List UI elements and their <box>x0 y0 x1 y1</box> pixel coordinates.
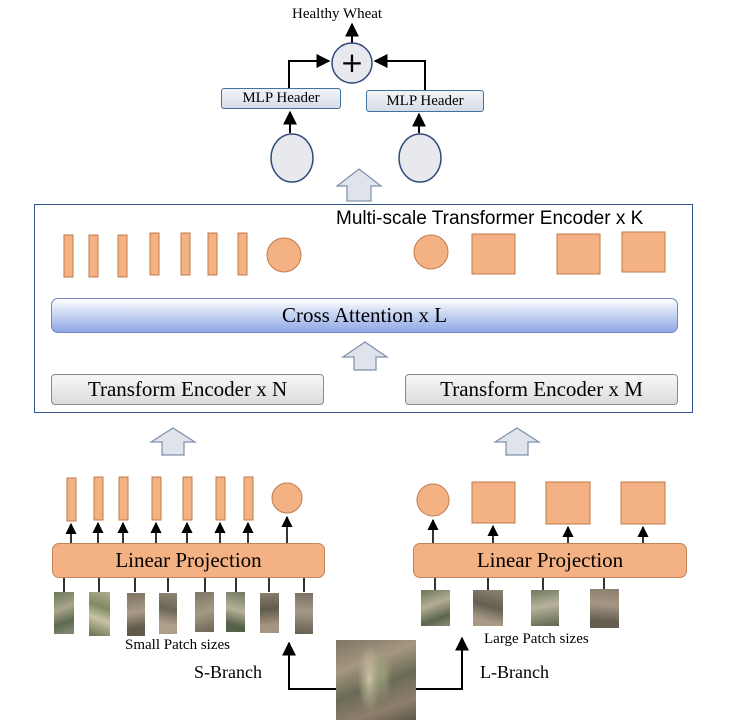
enc-large-token <box>471 233 516 275</box>
transform-encoder-left: Transform Encoder x N <box>51 374 324 405</box>
projection-down-ticks <box>63 578 605 592</box>
proj-small-token <box>215 476 226 521</box>
small-patch-image <box>226 592 245 632</box>
block-arrow-right <box>492 427 542 456</box>
proj-large-cls-token <box>416 483 450 517</box>
small-patch-image <box>295 593 313 634</box>
enc-small-token <box>180 232 191 276</box>
enc-small-token <box>207 232 218 276</box>
small-patch-image <box>260 593 279 633</box>
block-arrow-mid <box>341 341 389 371</box>
small-patch-image <box>195 592 214 632</box>
l-branch-connector <box>416 636 469 690</box>
proj-large-token <box>620 481 666 525</box>
small-patch-label: Small Patch sizes <box>125 637 230 653</box>
s-branch-connector <box>282 641 336 690</box>
linear-projection-left: Linear Projection <box>52 543 325 578</box>
proj-small-token <box>151 476 162 521</box>
fusion-plus-circle <box>331 42 373 84</box>
proj-large-token <box>545 481 591 525</box>
enc-large-cls-token <box>413 234 449 270</box>
transform-encoder-right: Transform Encoder x M <box>405 374 678 405</box>
multiscale-encoder-title: Multi-scale Transformer Encoder x K <box>336 208 644 229</box>
enc-small-token <box>149 232 160 276</box>
left-mlp-connector <box>288 54 331 88</box>
large-patch-image <box>421 590 450 626</box>
right-cls-token <box>398 133 442 183</box>
block-arrow-top <box>335 168 383 202</box>
right-mlp-connector <box>373 54 426 90</box>
s-branch-label: S-Branch <box>194 662 262 682</box>
proj-small-token <box>66 477 77 522</box>
proj-small-token <box>182 476 193 521</box>
projection-up-arrows <box>65 515 649 543</box>
mlp-header-right: MLP Header <box>366 90 484 112</box>
large-patch-label: Large Patch sizes <box>484 631 589 647</box>
input-wheat-image <box>336 640 416 720</box>
block-arrow-left <box>148 427 198 456</box>
linear-projection-right: Linear Projection <box>413 543 687 578</box>
enc-small-token <box>88 234 99 278</box>
proj-small-token <box>118 476 129 521</box>
small-patch-image <box>159 593 177 634</box>
cross-attention-bar: Cross Attention x L <box>51 298 678 333</box>
output-title: Healthy Wheat <box>292 6 383 22</box>
enc-large-token <box>621 231 666 273</box>
left-cls-token <box>270 133 314 183</box>
large-patch-image <box>473 590 503 626</box>
mlp-header-left: MLP Header <box>221 88 341 109</box>
enc-small-token <box>237 232 248 276</box>
small-patch-image <box>89 592 110 636</box>
large-patch-image <box>590 589 619 628</box>
projected-tokens <box>66 476 666 525</box>
l-branch-label: L-Branch <box>480 662 549 682</box>
enc-small-cls-token <box>266 237 302 273</box>
up-block-arrows <box>148 168 542 456</box>
enc-small-token <box>117 234 128 278</box>
multiscale-encoder-frame <box>34 204 693 413</box>
large-patch-image <box>531 590 559 626</box>
enc-large-token <box>556 233 601 275</box>
proj-small-token <box>243 476 254 521</box>
proj-small-token <box>93 476 104 521</box>
proj-small-cls-token <box>271 482 303 514</box>
encoder-tokens <box>63 231 666 278</box>
plus-icon: + <box>340 46 363 79</box>
proj-large-token <box>471 481 516 524</box>
small-patch-image <box>54 592 74 634</box>
small-patch-image <box>127 593 145 636</box>
enc-small-token <box>63 234 74 278</box>
